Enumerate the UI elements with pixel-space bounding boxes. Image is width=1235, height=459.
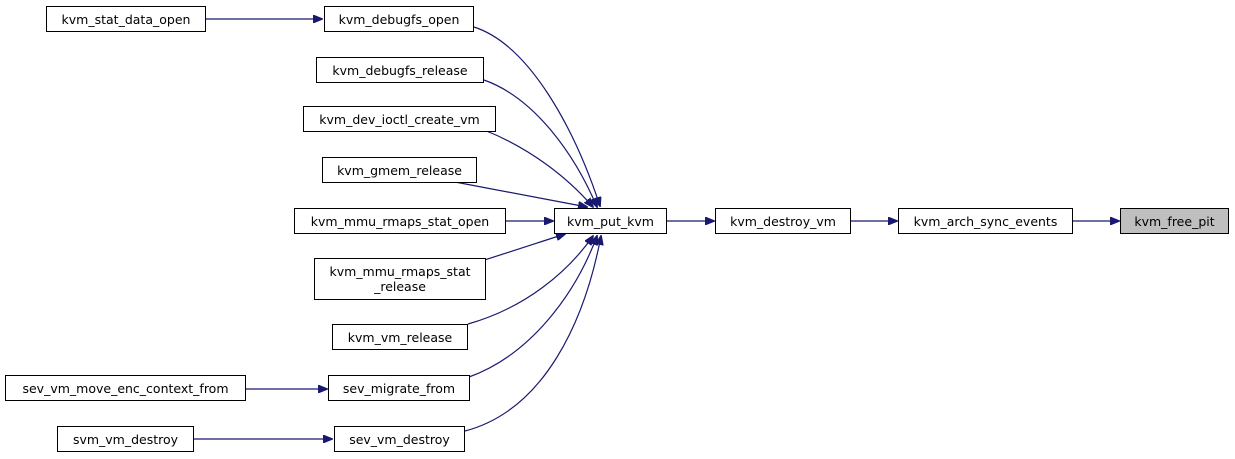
node-label: kvm_dev_ioctl_create_vm [319, 111, 480, 127]
node-label: svm_vm_destroy [72, 431, 179, 447]
edge-kvm-gmem-release-to-kvm-put-kvm [454, 181, 587, 207]
node-kvm-vm-release[interactable]: kvm_vm_release [332, 324, 468, 350]
node-kvm-gmem-release[interactable]: kvm_gmem_release [322, 157, 477, 183]
edge-sev-vm-destroy-to-kvm-put-kvm [464, 236, 601, 432]
edge-kvm-mmu-rmaps-stat-release-to-kvm-put-kvm [477, 234, 565, 263]
node-kvm-debugfs-release[interactable]: kvm_debugfs_release [316, 57, 484, 83]
node-label: kvm_debugfs_release [332, 62, 468, 78]
node-kvm-debugfs-open[interactable]: kvm_debugfs_open [324, 6, 474, 32]
edge-kvm-dev-ioctl-create-vm-to-kvm-put-kvm [483, 129, 593, 207]
node-label: kvm_free_pit [1134, 213, 1215, 229]
node-label: kvm_debugfs_open [338, 11, 460, 27]
node-label: sev_vm_destroy [349, 431, 450, 447]
node-label: kvm_gmem_release [337, 162, 462, 178]
node-sev-vm-move-enc-context-from[interactable]: sev_vm_move_enc_context_from [5, 375, 246, 401]
node-kvm-dev-ioctl-create-vm[interactable]: kvm_dev_ioctl_create_vm [303, 106, 496, 132]
node-kvm-mmu-rmaps-stat-release[interactable]: kvm_mmu_rmaps_stat _release [314, 258, 486, 300]
node-svm-vm-destroy[interactable]: svm_vm_destroy [57, 426, 194, 452]
node-kvm-stat-data-open[interactable]: kvm_stat_data_open [46, 6, 206, 32]
node-label: kvm_mmu_rmaps_stat_open [310, 213, 490, 229]
node-label: kvm_put_kvm [567, 213, 654, 229]
node-sev-migrate-from[interactable]: sev_migrate_from [328, 375, 470, 401]
edge-kvm-debugfs-release-to-kvm-put-kvm [483, 79, 597, 207]
node-sev-vm-destroy[interactable]: sev_vm_destroy [334, 426, 465, 452]
node-kvm-destroy-vm[interactable]: kvm_destroy_vm [715, 208, 851, 234]
node-kvm-put-kvm[interactable]: kvm_put_kvm [554, 208, 667, 234]
node-label: kvm_stat_data_open [61, 11, 191, 27]
edge-sev-migrate-from-to-kvm-put-kvm [468, 236, 597, 378]
node-label-line-2: _release [374, 279, 426, 294]
node-label: sev_migrate_from [342, 380, 456, 396]
node-label: kvm_destroy_vm [730, 213, 836, 229]
edge-kvm-vm-release-to-kvm-put-kvm [467, 236, 593, 325]
node-label: kvm_vm_release [347, 329, 453, 345]
node-label-line-1: kvm_mmu_rmaps_stat [329, 264, 471, 279]
edge-kvm-debugfs-open-to-kvm-put-kvm [473, 26, 600, 206]
node-kvm-free-pit: kvm_free_pit [1120, 208, 1229, 234]
node-kvm-mmu-rmaps-stat-open[interactable]: kvm_mmu_rmaps_stat_open [294, 208, 506, 234]
node-kvm-arch-sync-events[interactable]: kvm_arch_sync_events [898, 208, 1073, 234]
node-label: sev_vm_move_enc_context_from [22, 380, 229, 396]
node-label: kvm_arch_sync_events [913, 213, 1058, 229]
